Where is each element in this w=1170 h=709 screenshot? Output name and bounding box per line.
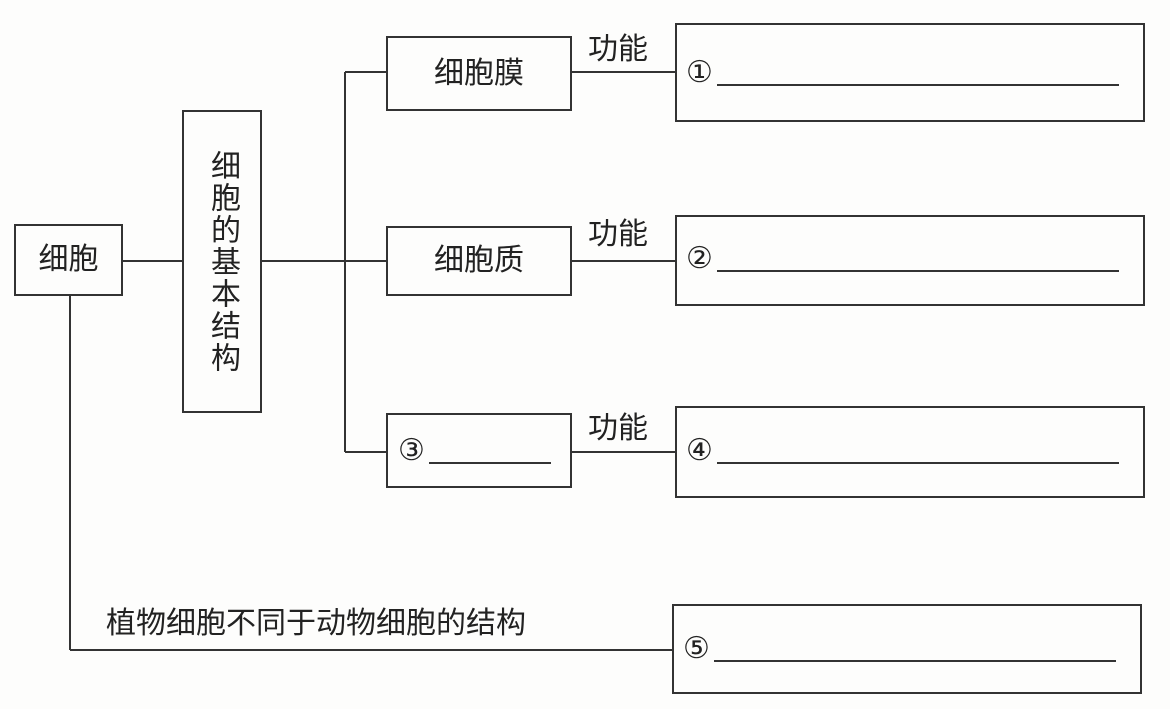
answer-blank-1[interactable] [716,84,1119,86]
function-label-1: 功能 [588,32,648,67]
answer-row-5: ⑤ [683,634,1116,664]
part-box-cytoplasm: 细胞质 [386,226,572,296]
part-row-3: ③ [398,436,551,466]
answer-marker-4: ④ [686,433,713,468]
answer-row-2: ② [686,244,1119,274]
answer-marker-1: ① [686,55,713,90]
basic-structure-box: 细胞的基本结构 [182,110,262,413]
answer-box-4 [675,406,1145,498]
part-marker-3: ③ [398,433,425,468]
answer-blank-4[interactable] [716,462,1119,464]
cell-root-label: 细胞 [38,242,99,277]
part-label-cell-membrane: 细胞膜 [434,55,524,91]
function-label-2: 功能 [588,217,648,252]
answer-blank-2[interactable] [716,270,1119,272]
part-label-cytoplasm: 细胞质 [434,243,524,278]
answer-box-1 [675,23,1145,122]
basic-structure-label: 细胞的基本结构 [205,149,240,374]
cell-root-box: 细胞 [14,224,123,296]
answer-blank-5[interactable] [713,660,1116,662]
part-box-3 [386,413,572,488]
part-blank-3[interactable] [428,462,551,464]
plant-difference-label: 植物细胞不同于动物细胞的结构 [106,606,526,641]
answer-box-2 [675,215,1145,306]
answer-box-5 [672,604,1142,694]
answer-row-4: ④ [686,436,1119,466]
answer-marker-2: ② [686,241,713,276]
answer-marker-5: ⑤ [683,631,710,666]
function-label-3: 功能 [588,411,648,446]
part-box-cell-membrane: 细胞膜 [386,36,572,111]
answer-row-1: ① [686,58,1119,88]
